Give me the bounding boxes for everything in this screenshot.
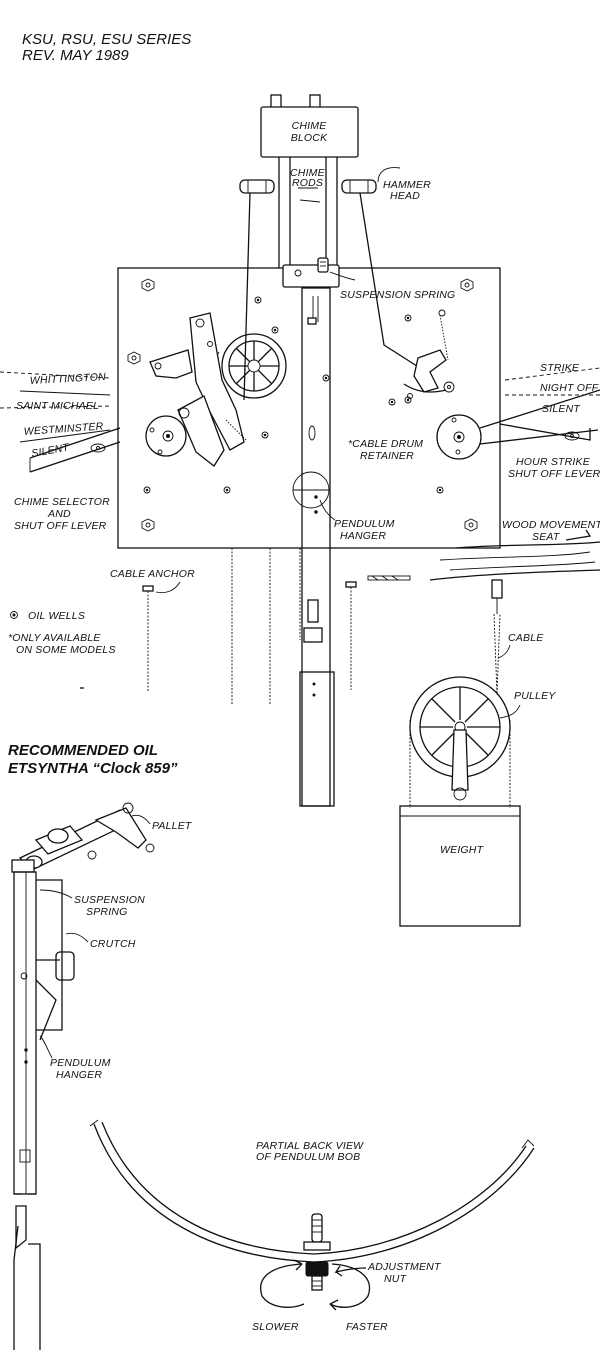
hammer-head-right (341, 179, 421, 369)
suspension-side-label-1: SUSPENSION (74, 894, 145, 906)
chime-selector-disc (145, 415, 187, 457)
weight-label: WEIGHT (440, 844, 485, 856)
hour-strike-lever (479, 367, 600, 445)
night-off-label: NIGHT OFF (540, 382, 599, 394)
suspension-spring-label: SUSPENSION SPRING (340, 289, 455, 301)
chime-selector-lever (0, 371, 121, 473)
chime-block-label-1: CHIME (292, 120, 328, 132)
pulley-label: PULLEY (514, 690, 556, 702)
westminster-label: WESTMINSTER (23, 420, 104, 438)
strike-label: STRIKE (540, 362, 580, 374)
pallet-label: PALLET (152, 820, 193, 832)
hammer-head-left (239, 179, 275, 401)
partial-back-view-label-1: PARTIAL BACK VIEW (256, 1140, 364, 1152)
pendulum-hanger-label-1: PENDULUM (334, 518, 395, 530)
only-available-label-1: *ONLY AVAILABLE (8, 632, 101, 644)
silent-right-label: SILENT (542, 403, 581, 415)
wood-movement-seat (367, 541, 600, 581)
chime-block (260, 94, 359, 158)
pendulum-hanger-strip (301, 287, 331, 807)
revision-heading: REV. MAY 1989 (22, 47, 129, 64)
pendulum-hanger-side-label-2: HANGER (56, 1069, 102, 1081)
chime-rods-label-1: CHIME (290, 167, 326, 179)
chime-selector-label-3: SHUT OFF LEVER (14, 520, 107, 532)
chime-selector-label-2: AND (47, 508, 71, 520)
series-heading: KSU, RSU, ESU SERIES (22, 31, 191, 48)
wood-movement-label-2: SEAT (532, 531, 561, 543)
cable-drum-label-2: RETAINER (360, 450, 414, 462)
faster-arrow (329, 1263, 370, 1311)
adjustment-nut-label-1: ADJUSTMENT (367, 1261, 442, 1273)
pendulum-hanger-tip (13, 1205, 41, 1350)
weight (399, 805, 521, 927)
hanging-cables (142, 548, 503, 705)
saint-michael-label: SAINT MICHAEL (16, 400, 99, 412)
chime-rods-label-2: RODS (292, 177, 323, 189)
partial-back-view-label-2: OF PENDULUM BOB (256, 1151, 360, 1163)
chime-gear (214, 333, 287, 399)
pendulum-bob-arc (89, 1119, 535, 1263)
silent-left-label: SILENT (30, 441, 71, 460)
pendulum-hanger-side-label-1: PENDULUM (50, 1057, 111, 1069)
chime-selector-label-1: CHIME SELECTOR (14, 496, 110, 508)
chime-lever-arm (149, 312, 247, 467)
suspension-spring-leader (329, 271, 356, 281)
crutch-label: CRUTCH (90, 938, 136, 950)
hour-strike-label-1: HOUR STRIKE (516, 456, 591, 468)
pallet-assembly (11, 802, 155, 873)
whittington-label: WHITTINGTON (30, 371, 107, 387)
cable-drum-label-1: *CABLE DRUM (348, 438, 423, 450)
chime-block-label-2: BLOCK (291, 132, 328, 144)
pendulum-hanger-side (13, 871, 75, 1195)
hammer-head-label-2: HEAD (390, 190, 420, 202)
chime-rods (278, 157, 338, 268)
faster-label: FASTER (346, 1321, 388, 1333)
cable-label: CABLE (508, 632, 544, 644)
adjustment-nut (303, 1213, 331, 1291)
hammer-head-label-1: HAMMER (383, 179, 431, 191)
pulley (409, 676, 511, 801)
recommended-oil-line-1: RECOMMENDED OIL (8, 742, 158, 759)
oil-wells-label: OIL WELLS (28, 610, 85, 622)
hour-strike-label-2: SHUT OFF LEVER (508, 468, 600, 480)
slower-label: SLOWER (252, 1321, 299, 1333)
hammer-head-leader (377, 167, 401, 183)
suspension-side-label-2: SPRING (86, 906, 127, 918)
pendulum-rod (299, 671, 335, 807)
adjustment-nut-label-2: NUT (384, 1273, 408, 1285)
strike-hammer-assembly (403, 309, 455, 399)
pendulum-hanger-label-2: HANGER (340, 530, 386, 542)
suspension-bracket (282, 257, 340, 288)
recommended-oil-line-2: ETSYNTHA “Clock 859” (8, 760, 178, 777)
slower-arrow (260, 1259, 305, 1308)
oil-well-icon (10, 611, 18, 619)
wood-movement-label-1: WOOD MOVEMENT (502, 519, 600, 531)
cable-drum-disc (436, 414, 482, 460)
only-available-label-2: ON SOME MODELS (16, 644, 116, 656)
cable-anchor-label: CABLE ANCHOR (110, 568, 195, 580)
